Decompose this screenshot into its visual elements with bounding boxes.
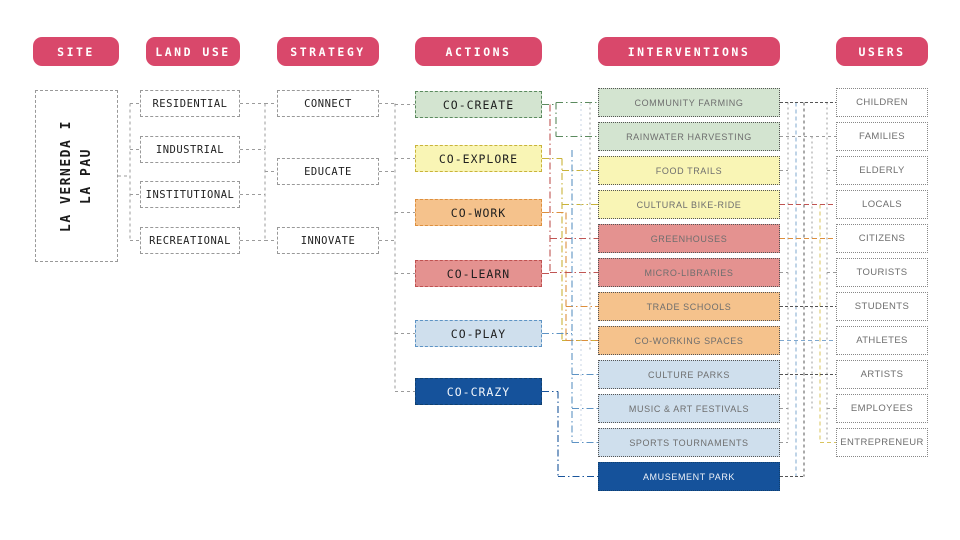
intervention-micro-libraries: MICRO-LIBRARIES [598, 258, 780, 287]
header-site: SITE [33, 37, 119, 66]
user-entrepreneur: ENTREPRENEUR [836, 428, 928, 457]
node-industrial: INDUSTRIAL [140, 136, 240, 163]
intervention-community-farming: COMMUNITY FARMING [598, 88, 780, 117]
header-land-use: LAND USE [146, 37, 240, 66]
user-citizens: CITIZENS [836, 224, 928, 253]
header-strategy: STRATEGY [277, 37, 379, 66]
intervention-trade-schools: TRADE SCHOOLS [598, 292, 780, 321]
site-name: LA VERNEDA I LA PAU [58, 120, 94, 232]
node-residential: RESIDENTIAL [140, 90, 240, 117]
node-recreational: RECREATIONAL [140, 227, 240, 254]
user-elderly: ELDERLY [836, 156, 928, 185]
user-children: CHILDREN [836, 88, 928, 117]
user-students: STUDENTS [836, 292, 928, 321]
header-users: USERS [836, 37, 928, 66]
node-site: LA VERNEDA I LA PAU [35, 90, 118, 262]
node-connect: CONNECT [277, 90, 379, 117]
user-artists: ARTISTS [836, 360, 928, 389]
user-employees: EMPLOYEES [836, 394, 928, 423]
intervention-cultural-bike-ride: CULTURAL BIKE-RIDE [598, 190, 780, 219]
intervention-food-trails: FOOD TRAILS [598, 156, 780, 185]
intervention-greenhouses: GREENHOUSES [598, 224, 780, 253]
header-interventions: INTERVENTIONS [598, 37, 780, 66]
user-tourists: TOURISTS [836, 258, 928, 287]
action-co-create: CO-CREATE [415, 91, 542, 118]
intervention-sports-tournaments: SPORTS TOURNAMENTS [598, 428, 780, 457]
action-co-crazy: CO-CRAZY [415, 378, 542, 405]
node-institutional: INSTITUTIONAL [140, 181, 240, 208]
action-co-work: CO-WORK [415, 199, 542, 226]
action-co-play: CO-PLAY [415, 320, 542, 347]
node-innovate: INNOVATE [277, 227, 379, 254]
intervention-co-working-spaces: CO-WORKING SPACES [598, 326, 780, 355]
user-locals: LOCALS [836, 190, 928, 219]
intervention-amusement-park: AMUSEMENT PARK [598, 462, 780, 491]
action-co-learn: CO-LEARN [415, 260, 542, 287]
user-families: FAMILIES [836, 122, 928, 151]
intervention-culture-parks: CULTURE PARKS [598, 360, 780, 389]
intervention-rainwater-harvesting: RAINWATER HARVESTING [598, 122, 780, 151]
action-co-explore: CO-EXPLORE [415, 145, 542, 172]
user-athletes: ATHLETES [836, 326, 928, 355]
node-educate: EDUCATE [277, 158, 379, 185]
intervention-music-art-festivals: MUSIC & ART FESTIVALS [598, 394, 780, 423]
header-actions: ACTIONS [415, 37, 542, 66]
